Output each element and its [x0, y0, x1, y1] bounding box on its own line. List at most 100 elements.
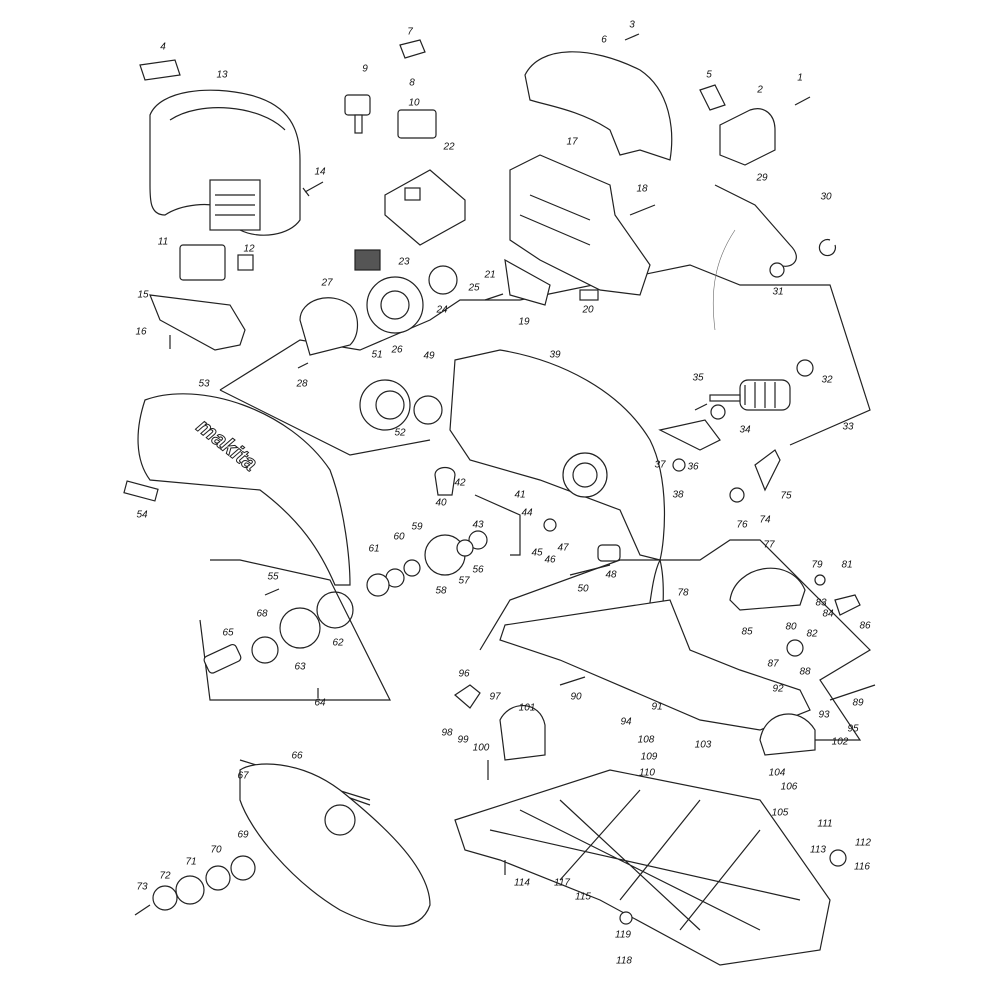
part-56-bearing [468, 530, 488, 550]
part-90-bolt [559, 676, 586, 686]
part-number-label-33: 33 [842, 421, 854, 433]
part-36-nut [672, 458, 686, 472]
part-13-handle-housing [149, 89, 301, 236]
part-number-label-23: 23 [398, 256, 410, 268]
part-65-spindle [203, 643, 242, 674]
part-number-label-45: 45 [531, 547, 543, 559]
part-33-armature [709, 379, 791, 411]
part-74-lever [754, 449, 781, 492]
part-number-label-84: 84 [822, 608, 834, 620]
part-53-blade-case [137, 393, 351, 586]
part-number-label-72: 72 [159, 870, 171, 882]
part-number-label-62: 62 [332, 637, 344, 649]
part-4-label-plate [139, 59, 181, 81]
part-number-label-104: 104 [768, 767, 786, 779]
part-number-label-9: 9 [362, 63, 368, 75]
part-number-label-105: 105 [771, 807, 789, 819]
part-number-label-10: 10 [408, 97, 420, 109]
part-number-label-88: 88 [799, 666, 811, 678]
part-number-label-97: 97 [489, 691, 501, 703]
part-number-label-80: 80 [785, 621, 797, 633]
part-number-label-46: 46 [544, 554, 556, 566]
part-number-label-73: 73 [136, 881, 148, 893]
part-15-terminal-cover [149, 294, 246, 351]
part-54-name-plate [123, 480, 159, 502]
part-number-label-44: 44 [521, 507, 533, 519]
part-24-commutator-ring [428, 265, 458, 295]
part-17-motor-housing [509, 154, 651, 296]
part-9-switch-trigger [344, 94, 371, 116]
part-number-label-66: 66 [291, 750, 303, 762]
part-number-label-83: 83 [815, 597, 827, 609]
part-87-knob [786, 639, 804, 657]
part-number-label-87: 87 [767, 658, 779, 670]
part-9-trigger-stem [354, 114, 363, 134]
part-number-label-18: 18 [636, 183, 648, 195]
part-72-washer [152, 885, 178, 911]
part-number-label-69: 69 [237, 829, 249, 841]
part-43-link [474, 494, 521, 556]
part-48-sleeve [597, 544, 621, 562]
part-number-label-51: 51 [371, 349, 383, 361]
part-number-label-12: 12 [243, 243, 255, 255]
part-number-label-36: 36 [687, 461, 699, 473]
part-21-screw [484, 293, 504, 301]
part-7-lock-button [399, 39, 426, 59]
part-number-label-56: 56 [472, 564, 484, 576]
part-number-label-11: 11 [157, 236, 169, 248]
part-number-label-17: 17 [566, 136, 578, 148]
part-81-knob [834, 594, 861, 616]
part-32-bearing [796, 359, 814, 377]
part-119-washer [619, 911, 633, 925]
part-115-base-plate [454, 769, 831, 966]
part-6-motor-housing-cover [524, 51, 673, 161]
part-102-scale-cover [759, 713, 816, 756]
part-73-bolt [134, 904, 151, 916]
part-number-label-79: 79 [811, 559, 823, 571]
part-112-knob [829, 849, 847, 867]
part-number-label-1: 1 [797, 72, 803, 84]
part-number-label-5: 5 [706, 69, 712, 81]
part-number-label-113: 113 [810, 844, 826, 856]
part-number-label-77: 77 [763, 539, 775, 551]
part-29-lever [714, 184, 797, 267]
part-number-label-67: 67 [237, 770, 249, 782]
part-57-ring [456, 539, 474, 557]
part-number-label-38: 38 [672, 489, 684, 501]
part-number-label-99: 99 [457, 734, 469, 746]
part-number-label-71: 71 [185, 856, 197, 868]
part-number-label-64: 64 [314, 697, 326, 709]
part-77-bevel-scale [729, 567, 806, 611]
part-58-gear [424, 534, 466, 576]
part-18-screw [629, 204, 656, 216]
part-number-label-92: 92 [772, 683, 784, 695]
part-2-brush-cap [719, 108, 776, 166]
part-number-label-70: 70 [210, 844, 222, 856]
part-number-label-93: 93 [818, 709, 830, 721]
part-number-label-96: 96 [458, 668, 470, 680]
part-number-label-40: 40 [435, 497, 447, 509]
part-number-label-52: 52 [394, 427, 406, 439]
part-96-knob [454, 684, 481, 709]
part-63-bearing-retainer [279, 607, 321, 649]
part-number-label-43: 43 [472, 519, 484, 531]
part-number-label-106: 106 [780, 781, 798, 793]
part-number-label-90: 90 [570, 691, 582, 703]
part-71-outer-flange [175, 875, 205, 905]
part-number-label-115: 115 [575, 891, 591, 903]
part-number-label-7: 7 [407, 26, 413, 38]
part-number-label-55: 55 [267, 571, 279, 583]
part-number-label-3: 3 [629, 19, 635, 31]
part-number-label-34: 34 [739, 424, 751, 436]
part-number-label-68: 68 [256, 608, 268, 620]
part-number-label-81: 81 [841, 559, 853, 571]
part-number-label-37: 37 [654, 459, 666, 471]
part-number-label-102: 102 [831, 736, 849, 748]
part-number-label-82: 82 [806, 628, 818, 640]
part-number-label-119: 119 [615, 929, 631, 941]
part-10-switch-block [397, 109, 437, 139]
part-28-screw [297, 362, 309, 369]
part-number-label-116: 116 [854, 861, 870, 873]
part-number-label-8: 8 [409, 77, 415, 89]
